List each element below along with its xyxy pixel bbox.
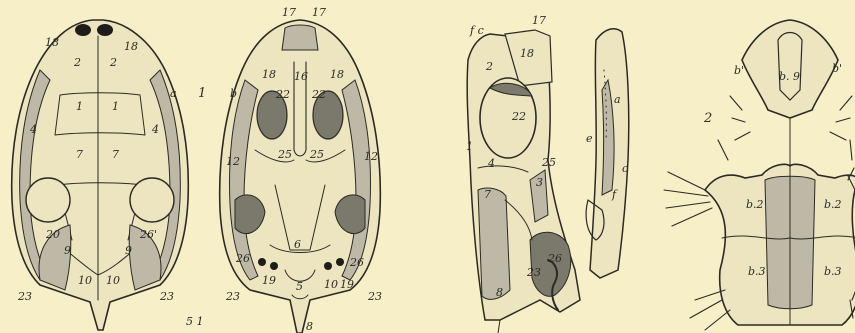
label-18: 18 — [45, 36, 59, 49]
label-23: 23 — [159, 290, 174, 303]
plastron-epiplastron — [778, 33, 802, 101]
dorsal-right-naris-dot — [97, 24, 113, 36]
label-10: 10 — [78, 274, 92, 287]
label-4: 4 — [487, 157, 495, 170]
label-26: 26 — [235, 252, 250, 265]
skull-ventral-view: b 17 17 18 18 16 22 22 12 12 25 25 26 26… — [186, 6, 382, 333]
label-7: 7 — [484, 188, 491, 201]
label-20: 20 — [45, 228, 60, 241]
dorsal-left-naris-dot — [75, 24, 91, 36]
label-b-prime: b' — [734, 64, 744, 77]
label-4: 4 — [151, 123, 159, 136]
label-22: 22 — [275, 88, 290, 101]
lateral-cheek-shading — [478, 188, 510, 299]
label-b-prime: b' — [832, 62, 842, 75]
label-22: 22 — [311, 88, 326, 101]
label-a: a — [614, 93, 621, 106]
bottom-caption: 5 1 — [186, 315, 204, 328]
label-7: 7 — [76, 148, 83, 161]
label-1: 1 — [466, 140, 473, 153]
label-b2: b.2 — [824, 198, 842, 211]
label-b3: b.3 — [824, 265, 842, 278]
label-12: 12 — [226, 155, 240, 168]
label-4: 4 — [29, 123, 37, 136]
dorsal-skull-outline — [12, 20, 189, 330]
label-a: a — [170, 87, 177, 100]
label-26-prime: 26' — [139, 228, 157, 241]
figure-number-2: 2 — [703, 111, 712, 126]
label-17: 17 — [312, 6, 326, 19]
ventral-left-foramen-dot — [270, 262, 278, 270]
label-26: 26 — [547, 252, 562, 265]
plastron-view: b' b' b. 9 2 b.2 b.2 b.3 b.3 — [664, 20, 855, 330]
label-18: 18 — [330, 68, 344, 81]
label-12: 12 — [364, 150, 378, 163]
label-2: 2 — [109, 56, 117, 69]
label-5: 5 — [296, 280, 303, 293]
label-1: 1 — [76, 100, 83, 113]
label-22: 22 — [511, 110, 526, 123]
label-7: 7 — [112, 148, 119, 161]
dorsal-right-orbit — [130, 178, 174, 222]
label-16: 16 — [294, 70, 308, 83]
label-10: 10 — [106, 274, 120, 287]
ventral-left-foramen-dot — [258, 258, 266, 266]
skull-lateral-view: f c 17 18 2 22 4 1 25 3 26 7 23 8 a e c … — [466, 14, 629, 333]
label-fc: f c — [469, 24, 484, 37]
label-18: 18 — [262, 68, 276, 81]
label-b9: b. 9 — [779, 70, 800, 83]
dorsal-left-orbit — [26, 178, 70, 222]
label-23: 23 — [526, 266, 541, 279]
label-9: 9 — [64, 244, 71, 257]
label-25: 25 — [541, 156, 556, 169]
label-2: 2 — [485, 60, 493, 73]
label-1: 1 — [112, 100, 119, 113]
label-9: 9 — [125, 244, 132, 257]
label-17: 17 — [282, 6, 296, 19]
label-e: e — [586, 132, 593, 145]
label-26: 26 — [349, 256, 364, 269]
label-19: 19 — [340, 278, 354, 291]
label-2: 2 — [73, 56, 81, 69]
ventral-snout — [282, 25, 318, 50]
label-18: 18 — [124, 40, 138, 53]
label-23: 23 — [225, 290, 240, 303]
label-23: 23 — [17, 290, 32, 303]
label-17: 17 — [532, 14, 546, 27]
label-10: 10 — [324, 278, 338, 291]
label-3: 3 — [536, 176, 543, 189]
label-b3: b.3 — [748, 265, 766, 278]
ventral-right-foramen-dot — [336, 258, 344, 266]
label-8: 8 — [496, 286, 503, 299]
figure-number-1: 1 — [198, 86, 206, 101]
label-19: 19 — [262, 274, 276, 287]
label-25: 25 — [309, 148, 324, 161]
label-b2: b.2 — [746, 198, 764, 211]
label-25: 25 — [277, 148, 292, 161]
label-c: c — [622, 162, 628, 175]
label-23: 23 — [367, 290, 382, 303]
skull-dorsal-view: 18 18 2 2 a 1 1 1 4 4 7 7 20 26' 9 9 10 … — [12, 20, 207, 330]
label-6: 6 — [294, 238, 301, 251]
label-18: 18 — [520, 47, 534, 60]
ventral-right-foramen-dot — [324, 262, 332, 270]
label-8: 8 — [306, 320, 313, 333]
label-b: b — [230, 87, 237, 100]
